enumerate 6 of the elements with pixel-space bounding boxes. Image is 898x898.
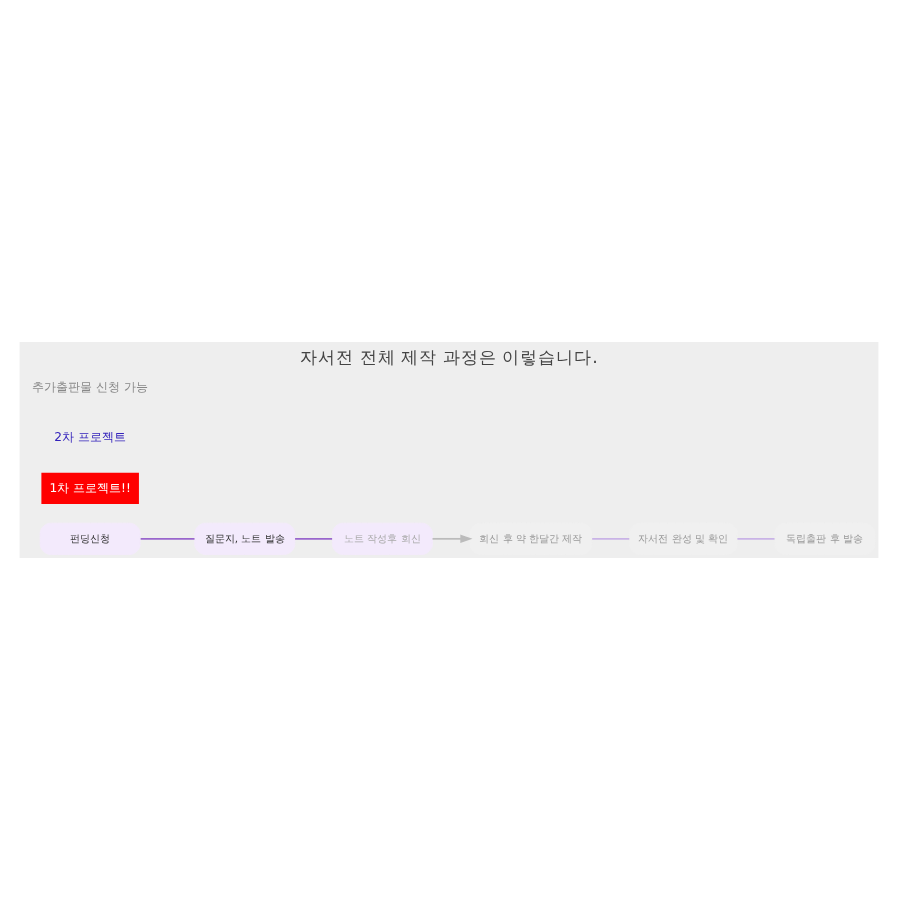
connector: [294, 536, 333, 539]
connector: [591, 536, 631, 539]
arrow: [431, 533, 473, 543]
connector: [139, 536, 196, 539]
connector: [736, 536, 776, 539]
diagram-title: 자서전 전체 제작 과정은 이렇습니다.: [300, 347, 598, 368]
